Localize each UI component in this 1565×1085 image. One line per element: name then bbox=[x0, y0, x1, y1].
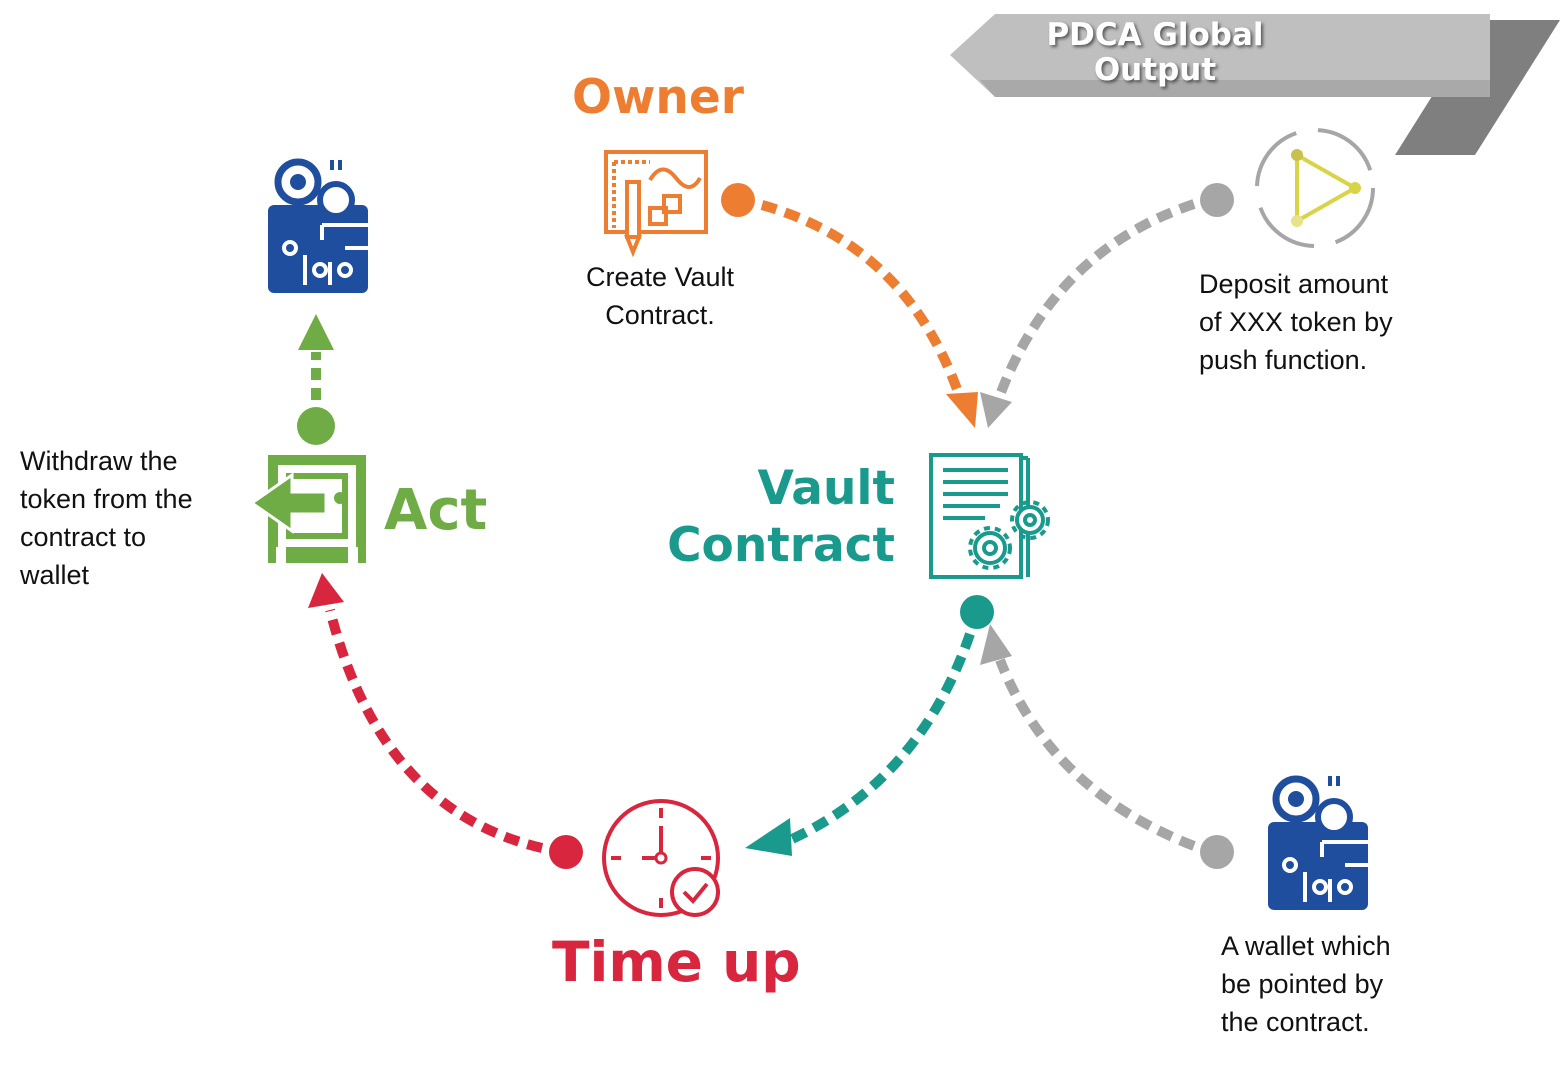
owner-description: Create Vault Contract. bbox=[562, 258, 758, 334]
act-desc-line-1: Withdraw the bbox=[20, 446, 178, 476]
act-description: Withdraw the token from the contract to … bbox=[20, 442, 250, 594]
timeup-to-act-connector bbox=[308, 573, 583, 869]
wallet-desc-line-2: be pointed by bbox=[1221, 969, 1384, 999]
act-desc-line-4: wallet bbox=[20, 560, 90, 590]
vault-title-line-1: Vault bbox=[757, 461, 895, 516]
deposit-desc-line-1: Deposit amount bbox=[1199, 269, 1389, 299]
act-to-wallet-connector bbox=[297, 314, 335, 445]
trigger-triangle-icon bbox=[1255, 128, 1375, 248]
wallet-coin-icon bbox=[268, 158, 368, 293]
deposit-description: Deposit amount of XXX token by push func… bbox=[1199, 265, 1459, 379]
banner-ribbon bbox=[950, 14, 1560, 155]
owner-desc-line-1: Create Vault bbox=[585, 262, 735, 292]
design-icon bbox=[604, 150, 708, 258]
owner-title: Owner bbox=[572, 70, 744, 125]
banner-line-2: Output bbox=[1093, 52, 1217, 88]
deposit-desc-line-2: of XXX token by bbox=[1199, 307, 1393, 337]
banner-title: PDCA Global Output bbox=[1000, 18, 1310, 88]
wallet-desc-line-1: A wallet which bbox=[1221, 931, 1391, 961]
vault-contract-title: Vault Contract bbox=[660, 460, 895, 574]
act-title: Act bbox=[384, 478, 488, 543]
owner-desc-line-2: Contract. bbox=[605, 300, 715, 330]
contract-gear-icon bbox=[929, 453, 1050, 579]
timeup-title: Time up bbox=[552, 930, 801, 994]
owner-to-vault-connector bbox=[721, 183, 978, 428]
vault-to-timeup-connector bbox=[745, 595, 994, 856]
banner-line-1: PDCA Global bbox=[1046, 17, 1264, 53]
deposit-to-vault-connector bbox=[980, 183, 1234, 428]
wallet-description: A wallet which be pointed by the contrac… bbox=[1221, 927, 1471, 1041]
deposit-desc-line-3: push function. bbox=[1199, 345, 1368, 375]
act-desc-line-2: token from the bbox=[20, 484, 193, 514]
clock-check-icon bbox=[602, 799, 720, 917]
safe-withdraw-icon bbox=[249, 455, 366, 563]
wallet-coin-icon bbox=[1268, 775, 1368, 910]
vault-title-line-2: Contract bbox=[667, 518, 895, 573]
act-desc-line-3: contract to bbox=[20, 522, 147, 552]
wallet-desc-line-3: the contract. bbox=[1221, 1007, 1370, 1037]
wallet-to-vault-connector bbox=[980, 624, 1234, 869]
